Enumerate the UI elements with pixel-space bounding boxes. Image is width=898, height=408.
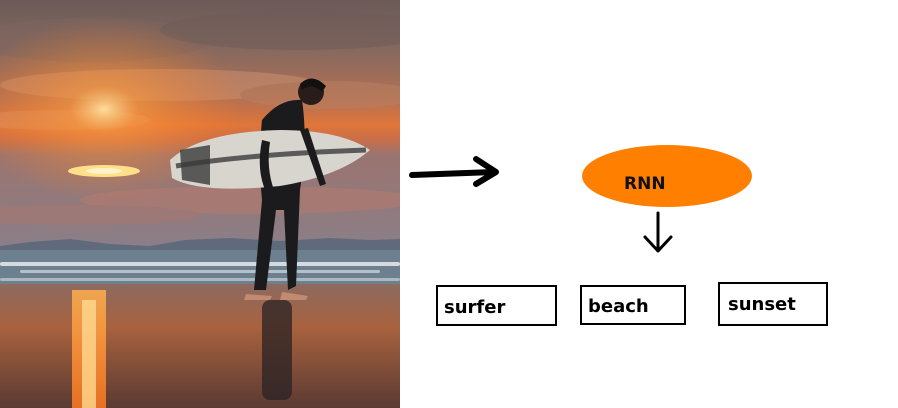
sun-glow: [0, 0, 400, 260]
rnn-node: RNN: [582, 145, 752, 207]
tag-label: beach: [588, 296, 649, 317]
tag-box-beach: beach: [580, 285, 686, 325]
mountains: [0, 238, 400, 252]
wet-sand: [0, 284, 400, 408]
rnn-label: RNN: [624, 174, 666, 194]
tag-box-sunset: sunset: [718, 282, 828, 326]
tag-label: surfer: [444, 297, 506, 318]
surfer-reflection: [262, 300, 292, 400]
image-to-model-arrow: [409, 156, 499, 187]
waves: [0, 262, 400, 281]
model-to-tags-arrow: [643, 211, 673, 253]
tag-box-surfer: surfer: [436, 285, 557, 326]
surfer-beach-sunset-photo: [0, 0, 400, 408]
tag-label: sunset: [728, 294, 796, 315]
surfer-figure: [170, 78, 370, 300]
